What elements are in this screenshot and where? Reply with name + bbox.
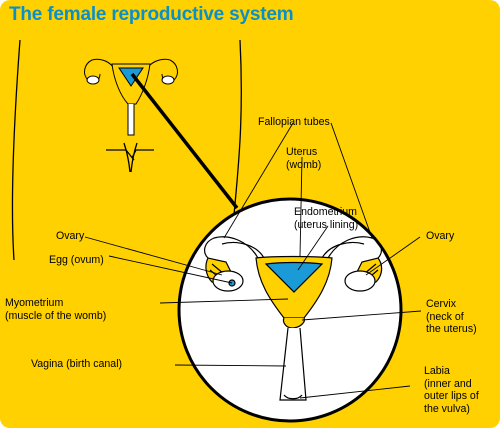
label-cervix-line1: Cervix <box>426 298 457 310</box>
label-labia-line2: (inner and <box>424 377 472 390</box>
label-ovary-left: Ovary <box>56 230 85 242</box>
label-endometrium: Endometrium (uterus lining) <box>294 206 358 231</box>
label-cervix: Cervix (neck of the uterus) <box>426 298 477 336</box>
label-endometrium-line1: Endometrium <box>294 206 357 218</box>
label-labia: Labia (inner and outer lips of the vulva… <box>424 365 479 415</box>
label-uterus-line1: Uterus <box>286 146 318 158</box>
label-vagina: Vagina (birth canal) <box>31 358 123 370</box>
label-uterus-line2: (womb) <box>286 158 322 171</box>
body-silhouette <box>11 39 242 261</box>
label-labia-line4: the vulva) <box>424 402 470 415</box>
small-uterus-overview <box>84 58 178 136</box>
label-myometrium-line1: Myometrium <box>5 297 64 309</box>
label-uterus: Uterus (womb) <box>286 146 321 171</box>
label-ovary-right: Ovary <box>426 230 455 242</box>
label-endometrium-line2: (uterus lining) <box>294 218 359 231</box>
label-fallopian-tubes: Fallopian tubes <box>258 116 330 128</box>
label-egg: Egg (ovum) <box>49 254 104 266</box>
magnifier-connector <box>130 72 239 210</box>
label-labia-line1: Labia <box>424 365 450 377</box>
label-myometrium: Myometrium (muscle of the womb) <box>5 297 106 322</box>
leader-lines <box>84 122 422 399</box>
diagram-title: The female reproductive system <box>9 4 294 25</box>
label-cervix-line2: (neck of <box>426 310 464 323</box>
label-myometrium-line2: (muscle of the womb) <box>5 309 107 322</box>
label-cervix-line3: the uterus) <box>426 323 477 335</box>
label-labia-line3: outer lips of <box>424 390 479 402</box>
detailed-uterus <box>204 236 383 401</box>
